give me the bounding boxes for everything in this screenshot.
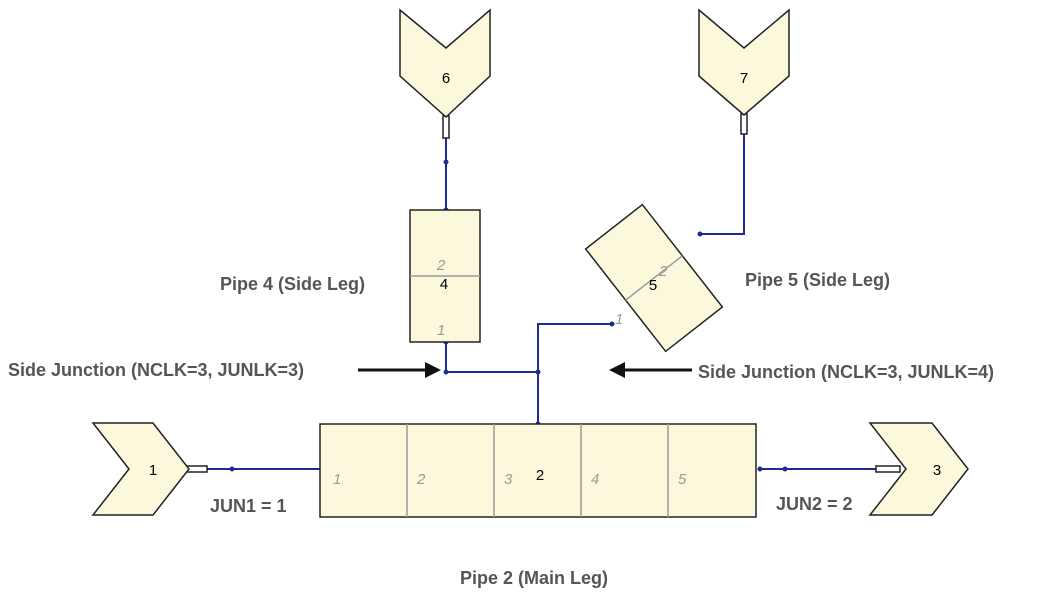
stub-comp6: [442, 115, 450, 139]
component-6[interactable]: 6: [399, 8, 491, 119]
wire-node: [782, 466, 788, 472]
chevron-down-icon: [698, 8, 790, 116]
wire-node: [535, 369, 541, 375]
pipe-5-label: Pipe 5 (Side Leg): [745, 270, 890, 290]
pipe-2-label: Pipe 2 (Main Leg): [460, 568, 608, 588]
wire-pipe2-to-pipe4: [445, 342, 539, 424]
side-junction-left-label: Side Junction (NCLK=3, JUNLK=3): [8, 360, 304, 380]
component-6-label: 6: [442, 70, 450, 87]
pipe-2-cell-4: 4: [591, 471, 599, 488]
wire-node: [609, 321, 615, 327]
pipe-2-cell-5: 5: [678, 471, 687, 488]
pipe-4-cell-2: 2: [436, 257, 446, 274]
wire-node: [443, 159, 449, 165]
wire-node: [443, 369, 449, 375]
chevron-down-icon: [399, 8, 491, 119]
wire-node: [229, 466, 235, 472]
pipe-2-cell-2: 2: [416, 471, 426, 488]
junction-arrow-left: [358, 362, 441, 378]
wire-pipe2-to-pipe5: [537, 323, 612, 372]
chevron-right-icon: [91, 422, 190, 516]
pipe-5-cell-1: 1: [615, 311, 623, 328]
wire-pipe5-to-comp7: [700, 133, 745, 235]
pipe-2-cell-1: 1: [333, 471, 341, 488]
jun2-label: JUN2 = 2: [776, 494, 853, 514]
pipe-4[interactable]: 2 1 4: [409, 209, 481, 343]
pipe-5-cell-2: 2: [658, 263, 668, 280]
component-3[interactable]: 3: [868, 422, 969, 516]
chevron-right-icon: [868, 422, 969, 516]
pipe-5-id: 5: [649, 277, 657, 294]
component-7[interactable]: 7: [698, 8, 790, 116]
component-1[interactable]: 1: [91, 422, 190, 516]
stub-comp7: [740, 113, 748, 135]
pipe-4-id: 4: [440, 276, 448, 293]
wire-node: [757, 466, 763, 472]
component-3-label: 3: [933, 462, 941, 479]
arrow-right-icon: [425, 362, 441, 378]
arrow-left-icon: [609, 362, 625, 378]
wire-node: [697, 231, 703, 237]
pipe-2-body: [319, 423, 757, 518]
jun1-label: JUN1 = 1: [210, 496, 287, 516]
pipe-4-label: Pipe 4 (Side Leg): [220, 274, 365, 294]
connection-wires: [205, 133, 881, 472]
pipe-5-cell-divider: [625, 255, 683, 301]
stub-comp3: [875, 465, 901, 473]
pipe-4-cell-1: 1: [437, 322, 445, 339]
junction-arrow-right: [609, 362, 692, 378]
pipe-2-id: 2: [536, 467, 544, 484]
component-7-label: 7: [740, 70, 748, 87]
pipe-2[interactable]: 1 2 3 4 5 2: [319, 423, 757, 518]
component-1-label: 1: [149, 462, 157, 479]
pipe-2-cell-3: 3: [504, 471, 513, 488]
side-junction-right-label: Side Junction (NCLK=3, JUNLK=4): [698, 362, 994, 382]
pipe-5[interactable]: [584, 203, 724, 353]
